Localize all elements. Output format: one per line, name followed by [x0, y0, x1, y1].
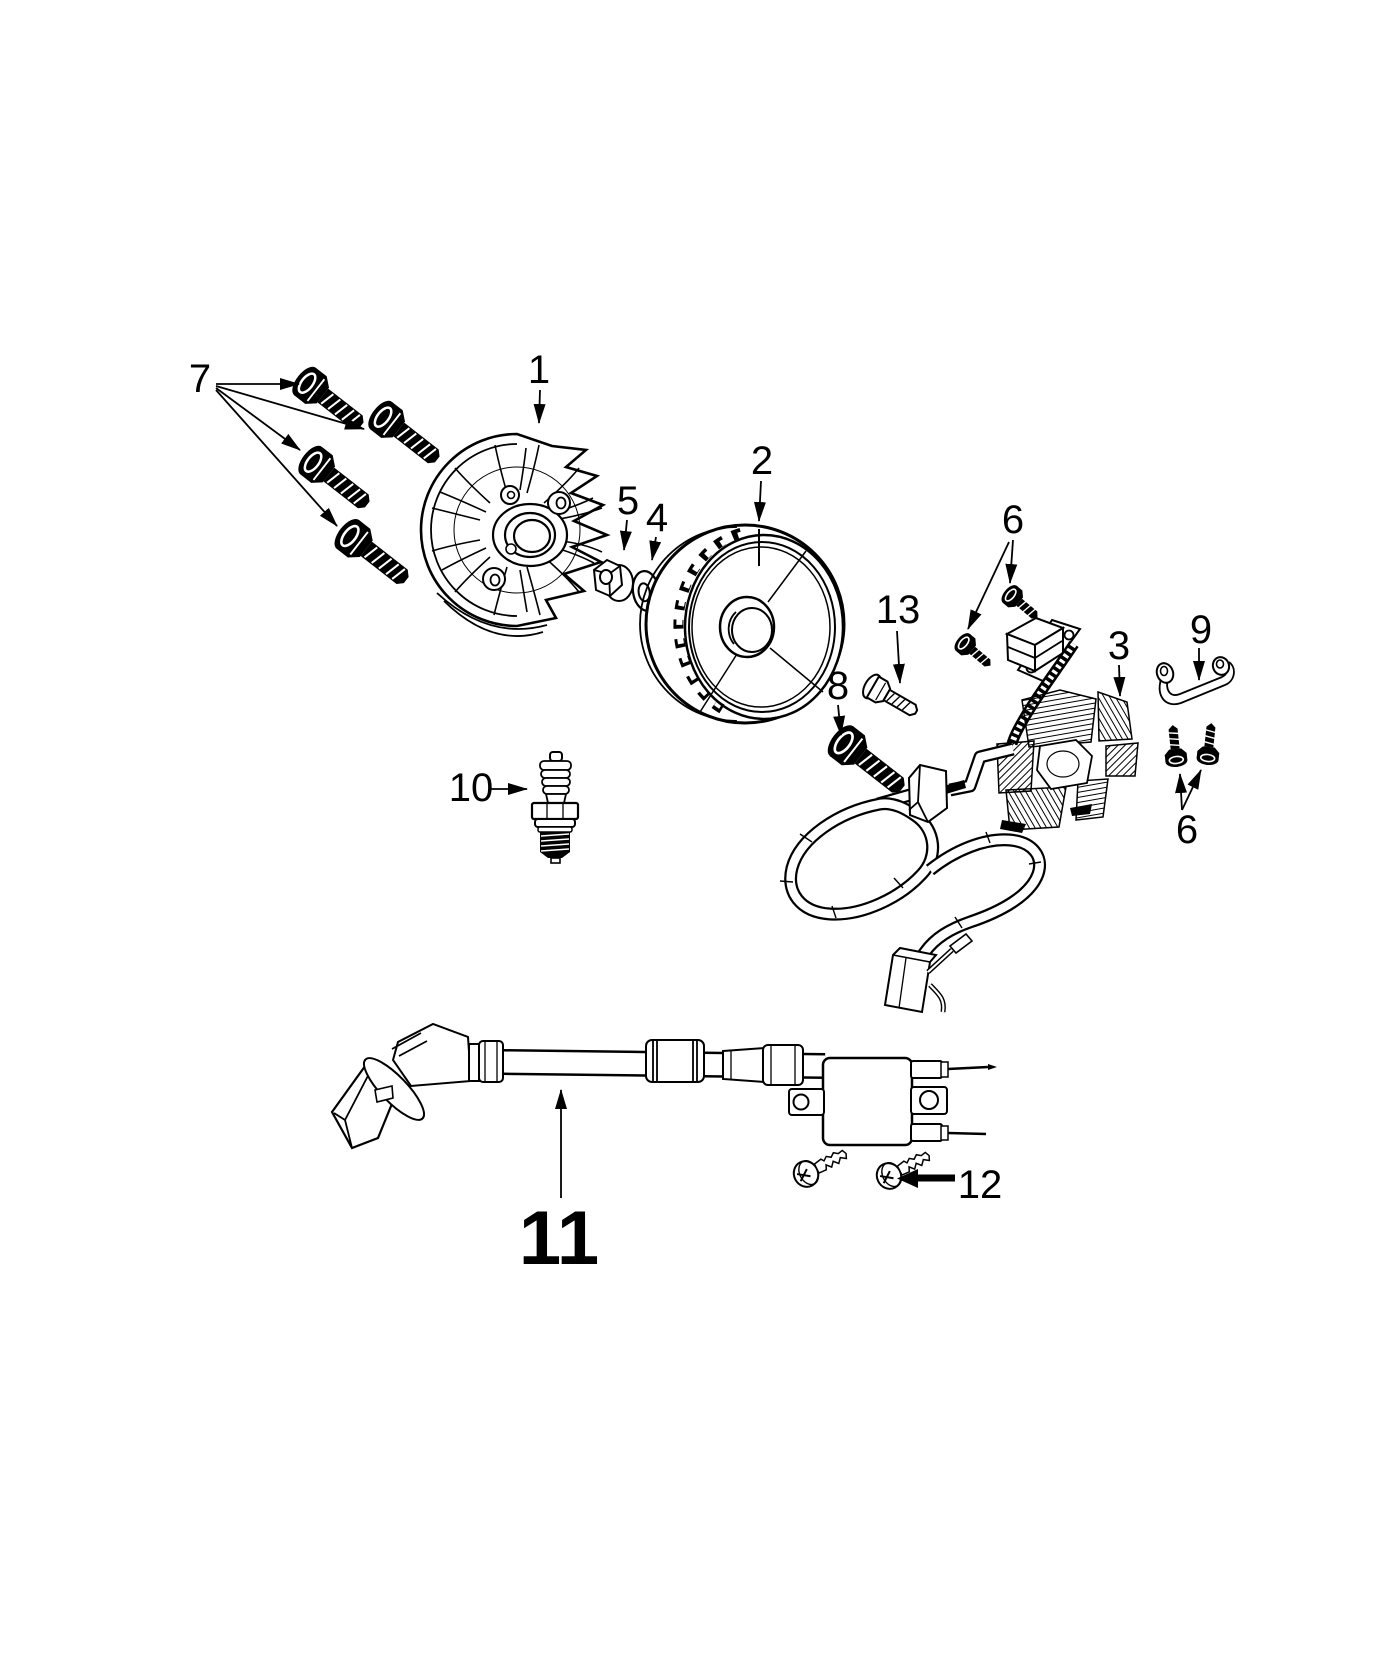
flange-bolt	[328, 513, 419, 596]
callout-6-upper: 6	[1002, 498, 1024, 542]
ignition-coil-assembly	[330, 1022, 997, 1150]
callout-4: 4	[646, 496, 668, 540]
stator-center-opening	[1036, 739, 1093, 790]
rotor-slots	[673, 526, 750, 714]
harness-connector	[883, 946, 938, 1014]
coil-terminal	[910, 1060, 943, 1079]
ignition-coil-body	[788, 1056, 997, 1147]
screw	[1160, 723, 1189, 769]
cable-coupler	[722, 1046, 766, 1084]
callout-10: 10	[449, 766, 494, 810]
flywheel-hub	[491, 502, 569, 568]
callout-1: 1	[528, 348, 550, 392]
screw	[1195, 721, 1224, 767]
rotor	[639, 523, 846, 725]
callout-arrows	[215, 378, 1205, 1198]
flywheel-bosses	[482, 485, 571, 591]
spark-plug-cap	[330, 1022, 473, 1150]
screw	[950, 629, 999, 675]
bracket-hole	[1063, 629, 1075, 641]
callout-13: 13	[876, 588, 921, 632]
callout-2: 2	[751, 439, 773, 483]
callout-5: 5	[617, 479, 639, 523]
callout-7: 7	[189, 357, 211, 401]
flange-bolt-set-7	[286, 361, 450, 596]
coil-terminal	[910, 1123, 943, 1142]
callout-3: 3	[1108, 624, 1130, 668]
callout-8: 8	[827, 664, 849, 708]
callout-labels: 7 1 2 5 4 6 13 8 3 9 10 6 11 12	[189, 348, 1212, 1281]
bolt-13	[858, 670, 924, 725]
thick-arrow-12	[897, 1169, 955, 1188]
hex-nut	[592, 558, 634, 602]
ht-cable	[468, 1039, 826, 1086]
screw	[871, 1142, 936, 1195]
screw	[788, 1140, 853, 1193]
spark-plug	[530, 751, 580, 864]
callout-11: 11	[519, 1196, 599, 1281]
harness-clamp-block	[907, 763, 949, 824]
callout-9: 9	[1190, 608, 1212, 652]
harness-leads	[926, 932, 974, 1013]
flange-bolt	[362, 395, 450, 475]
callout-6-lower: 6	[1176, 808, 1198, 852]
rotor-hub	[718, 595, 776, 659]
wire-holder-bracket	[1155, 656, 1235, 706]
wiring-harness	[779, 742, 1046, 1014]
mount-hole	[792, 1093, 810, 1111]
flywheel	[419, 432, 611, 637]
regulator-unit	[1004, 616, 1082, 683]
flange-bolt	[292, 440, 380, 520]
bolt-8	[821, 719, 916, 805]
cable-ferrule	[762, 1044, 804, 1086]
cable-ferrule	[645, 1039, 705, 1083]
mount-hole	[919, 1090, 939, 1110]
callout-12: 12	[958, 1163, 1003, 1207]
stator	[996, 689, 1139, 833]
